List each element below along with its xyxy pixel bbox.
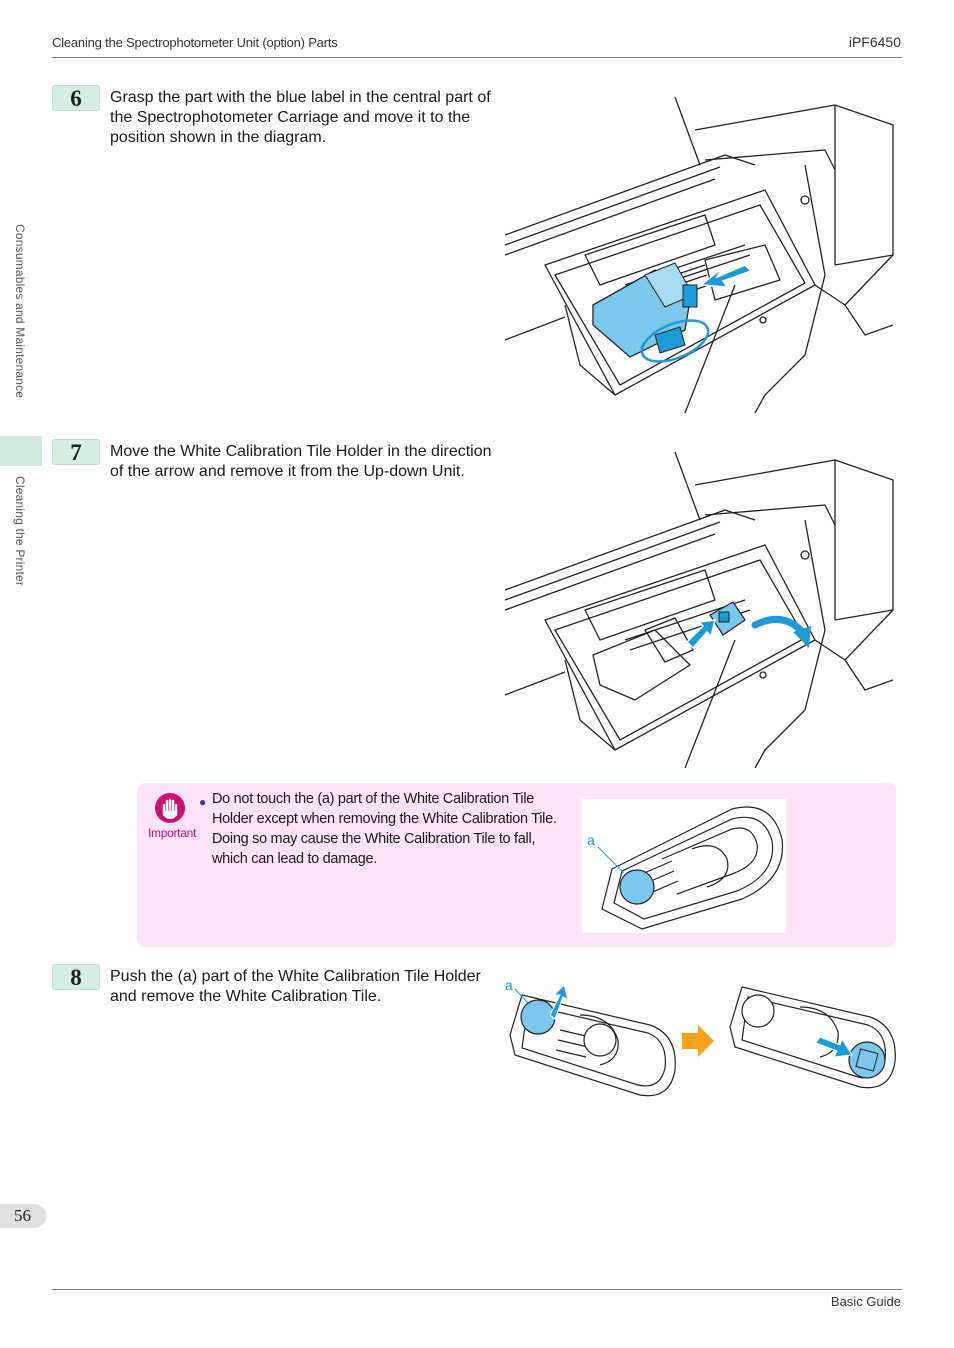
important-label: Important <box>148 826 196 840</box>
side-tab-section[interactable]: Cleaning the Printer <box>13 476 27 587</box>
footer-guide-name: Basic Guide <box>830 1294 901 1309</box>
important-callout-a: a <box>587 832 595 848</box>
step-8-illustration: a <box>500 975 900 1105</box>
header-model: iPF6450 <box>848 34 901 50</box>
step-number-6: 6 <box>52 85 100 111</box>
important-text: Do not touch the (a) part of the White C… <box>212 791 557 867</box>
step-6-text: Grasp the part with the blue label in th… <box>110 89 491 146</box>
side-tab-active-marker <box>0 436 42 466</box>
step-8-text: Push the (a) part of the White Calibrati… <box>110 968 481 1005</box>
step-7-illustration <box>505 450 897 768</box>
important-illustration: a <box>582 799 786 933</box>
footer-divider <box>52 1289 902 1290</box>
page-number: 56 <box>0 1204 46 1228</box>
side-tab-chapter[interactable]: Consumables and Maintenance <box>13 224 27 399</box>
step-6-illustration <box>505 95 897 413</box>
step-7-text: Move the White Calibration Tile Holder i… <box>110 443 492 480</box>
header-section-title: Cleaning the Spectrophotometer Unit (opt… <box>52 35 338 50</box>
step-number-7: 7 <box>52 439 100 465</box>
hand-stop-icon <box>155 793 185 823</box>
step-number-8: 8 <box>52 964 100 990</box>
header-divider <box>52 57 902 58</box>
important-note: Important ● Do not touch the (a) part of… <box>137 783 896 947</box>
bullet-icon: ● <box>199 795 207 809</box>
step-8-callout-a: a <box>505 977 513 993</box>
